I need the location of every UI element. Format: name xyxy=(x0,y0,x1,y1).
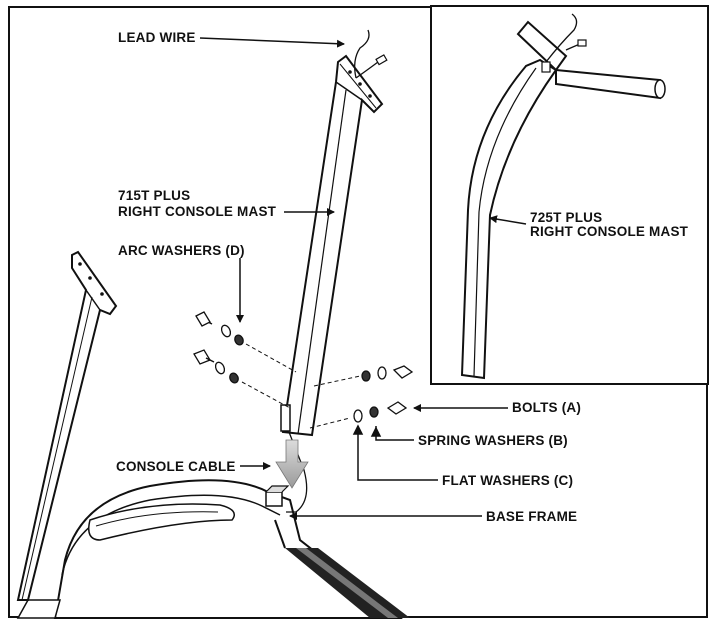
right-console-mast-715t xyxy=(280,29,388,513)
label-715t-line2: RIGHT CONSOLE MAST xyxy=(118,204,277,219)
label-725t-line1: 725T PLUS xyxy=(530,210,603,225)
label-arc-washers: ARC WASHERS (D) xyxy=(118,243,245,258)
right-console-mast-725t xyxy=(460,13,666,380)
label-flat-washers: FLAT WASHERS (C) xyxy=(442,473,574,488)
label-715t-line1: 715T PLUS xyxy=(118,188,191,203)
label-spring-washers: SPRING WASHERS (B) xyxy=(418,433,568,448)
base-frame-drawing xyxy=(16,479,410,619)
insertion-arrow xyxy=(275,439,309,489)
label-bolts: BOLTS (A) xyxy=(512,400,582,415)
label-console-cable: CONSOLE CABLE xyxy=(116,459,236,474)
label-lead-wire: LEAD WIRE xyxy=(118,30,196,45)
left-console-mast xyxy=(16,250,118,601)
label-725t-line2: RIGHT CONSOLE MAST xyxy=(530,224,689,239)
hardware-left xyxy=(193,311,297,409)
hardware-right xyxy=(309,365,414,429)
leader-lines xyxy=(199,37,527,520)
label-base-frame: BASE FRAME xyxy=(486,509,578,524)
